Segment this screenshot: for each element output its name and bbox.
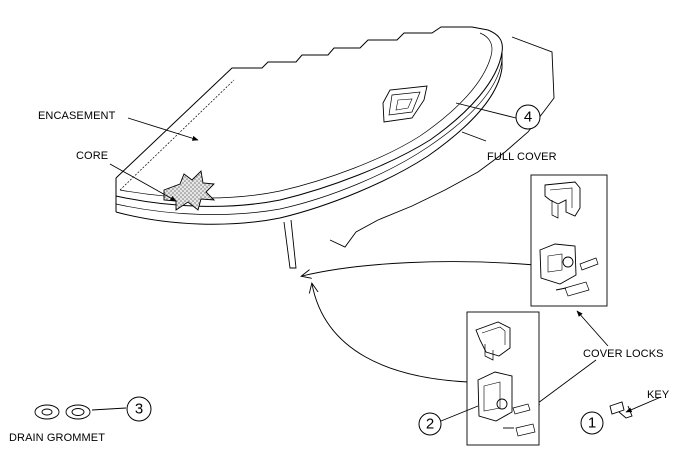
- callout-3-number: 3: [135, 401, 143, 418]
- lower-lock-detail: [466, 311, 540, 446]
- callout-2-number: 2: [426, 416, 434, 433]
- spa-encasement: [115, 26, 503, 269]
- callout-1: 1: [580, 411, 604, 435]
- label-encasement: ENCASEMENT: [38, 110, 116, 122]
- callout-4: 4: [515, 104, 541, 130]
- label-core: CORE: [76, 150, 109, 162]
- label-key: KEY: [647, 389, 670, 401]
- callout-4-number: 4: [524, 109, 532, 126]
- label-full-cover: FULL COVER: [487, 151, 557, 163]
- full-cover-outline: [329, 36, 555, 248]
- label-cover-locks: COVER LOCKS: [583, 348, 664, 360]
- drain-grommet-part: [34, 404, 127, 420]
- label-drain-grommet: DRAIN GROMMET: [9, 432, 106, 444]
- callout-1-number: 1: [588, 415, 596, 432]
- key-part: [609, 401, 633, 419]
- leader-lines: [109, 102, 662, 413]
- upper-lock-detail: [530, 174, 608, 307]
- callout-3: 3: [126, 396, 152, 422]
- callout-2: 2: [418, 405, 479, 436]
